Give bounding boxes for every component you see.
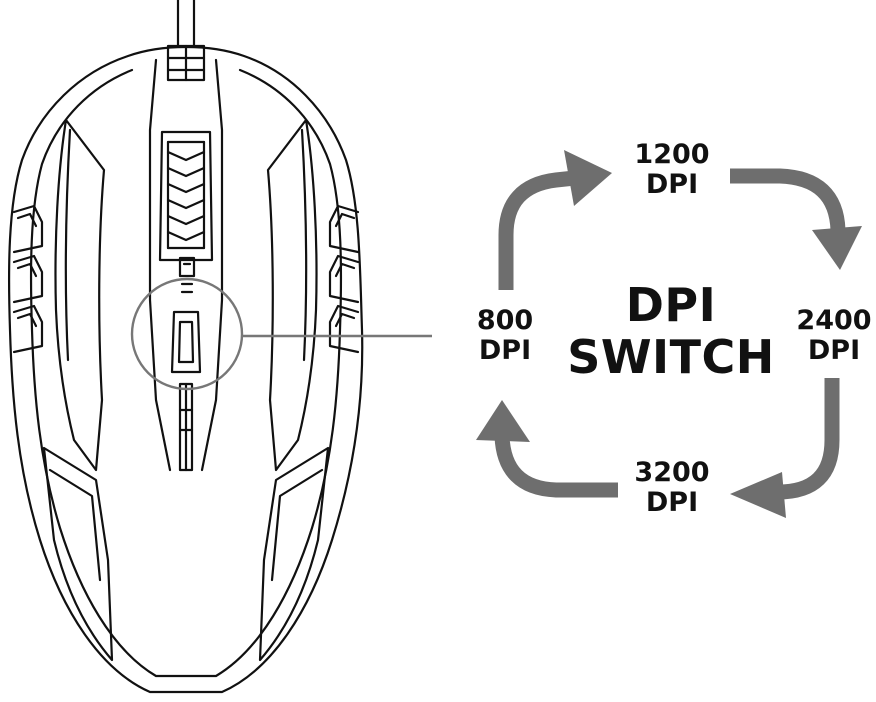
left-button-edge [150,60,170,470]
dpi-value: 1200 [622,140,722,170]
right-grip-panel [268,120,317,470]
right-button-edge [202,60,222,470]
left-side-buttons [14,206,42,352]
dpi-value: 3200 [622,458,722,488]
dpi-value: 800 [462,306,548,336]
dpi-unit: DPI [786,336,876,366]
title-line-2: SWITCH [566,332,776,384]
arrowhead-1200 [564,150,612,206]
dpi-value: 2400 [786,306,876,336]
dpi-label-1200: 1200 DPI [622,140,722,200]
arrow-1200-to-2400 [730,176,838,238]
arrow-2400-to-3200 [764,378,832,492]
dpi-unit: DPI [622,488,722,518]
dpi-unit: DPI [462,336,548,366]
dpi-label-3200: 3200 DPI [622,458,722,518]
cable [168,0,204,80]
dpi-unit: DPI [622,170,722,200]
dpi-label-2400: 2400 DPI [786,306,876,366]
right-lower-panel [260,448,328,660]
right-side-buttons [330,206,358,352]
scroll-wheel-icon [168,142,204,248]
left-grip-panel [55,120,104,470]
arrowhead-800 [476,400,530,442]
arrowhead-3200 [730,472,786,518]
dpi-switch-title: DPI SWITCH [566,280,776,383]
left-lower-panel [44,448,112,660]
arrowhead-2400 [812,226,862,270]
gaming-mouse-icon [9,0,362,692]
title-line-1: DPI [566,280,776,332]
dpi-label-800: 800 DPI [462,306,548,366]
